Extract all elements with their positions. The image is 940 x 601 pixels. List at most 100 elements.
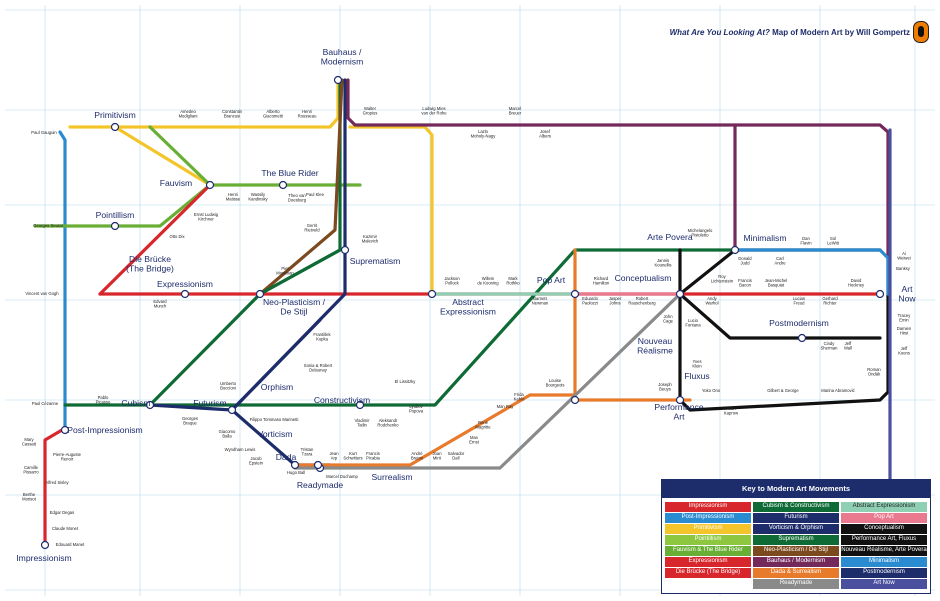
station-16 [675, 395, 685, 405]
artist-label: Otto Dix [169, 234, 185, 239]
legend-item: Fauvism & The Blue Rider [665, 546, 751, 556]
station-19 [180, 289, 190, 299]
artist-label: Paul Gauguin [31, 130, 57, 135]
station-9 [60, 425, 70, 435]
legend-item: Readymade [753, 579, 839, 589]
line-cubism-9 [63, 78, 342, 407]
artist-label: Alfred Sisley [45, 480, 69, 485]
map-title: What Are You Looking At? Map of Modern A… [640, 28, 910, 37]
movement-arte_povera: Arte Povera [647, 232, 693, 242]
movement-blue_rider: The Blue Rider [261, 168, 318, 178]
line-neoplasticism-14 [258, 78, 344, 296]
line-primitivism-3 [68, 78, 340, 129]
legend-item: Performance Art, Fluxus [841, 535, 927, 545]
artist-label: Hugo Ball [287, 470, 305, 475]
legend-item: Impressionism [665, 502, 751, 512]
artist-label: Banksy [896, 266, 911, 271]
station-22 [313, 460, 323, 470]
artist-label: Filippo Tommaso Marinetti [250, 417, 299, 422]
movement-post_impressionism: Post-Impressionism [67, 425, 142, 435]
legend-item: Die Brücke (The Bridge) [665, 568, 751, 578]
movement-bauhaus: Bauhaus /Modernism [321, 47, 364, 67]
station-11 [145, 400, 155, 410]
movement-fauvism: Fauvism [160, 178, 192, 188]
movement-vorticism: Vorticism [258, 429, 293, 439]
line-readymade-20 [293, 292, 682, 470]
legend-item: Neo-Plasticism / De Stijl [753, 546, 839, 556]
line-bauhaus-15 [346, 78, 890, 296]
artist-label: Man Ray [497, 404, 515, 409]
artist-label: Edouard Manet [56, 542, 85, 547]
legend-item: Pointillism [665, 535, 751, 545]
stations [40, 75, 885, 550]
movement-suprematism: Suprematism [350, 256, 401, 266]
movement-minimalism: Minimalism [744, 233, 787, 243]
legend-item: Minimalism [841, 557, 927, 567]
movement-conceptualism: Conceptualism [615, 273, 672, 283]
legend-item: Postmodernism [841, 568, 927, 578]
movement-readymade: Readymade [297, 480, 344, 490]
station-17 [110, 122, 120, 132]
line-impressionism-1 [43, 428, 64, 547]
station-4 [427, 289, 437, 299]
legend-item: Dada & Surrealism [753, 568, 839, 578]
movement-pop_art: Pop Art [537, 275, 566, 285]
legend-item: Expressionism [665, 557, 751, 567]
legend-item: Futurism [753, 513, 839, 523]
movement-bruecke: Die Brücke(The Bridge) [126, 254, 174, 274]
station-21 [355, 400, 365, 410]
line-futurism-12 [230, 318, 322, 412]
station-6 [675, 289, 685, 299]
station-8 [875, 289, 885, 299]
artist-label: El Lissitzky [395, 379, 417, 384]
movement-pointillism: Pointillism [96, 210, 135, 220]
legend-item: Suprematism [753, 535, 839, 545]
station-1 [205, 180, 215, 190]
title-italic: What Are You Looking At? [669, 28, 770, 37]
movement-postmodernism: Postmodernism [769, 318, 829, 328]
line-primitivism-5 [113, 125, 212, 187]
legend-item: Primitivism [665, 524, 751, 534]
